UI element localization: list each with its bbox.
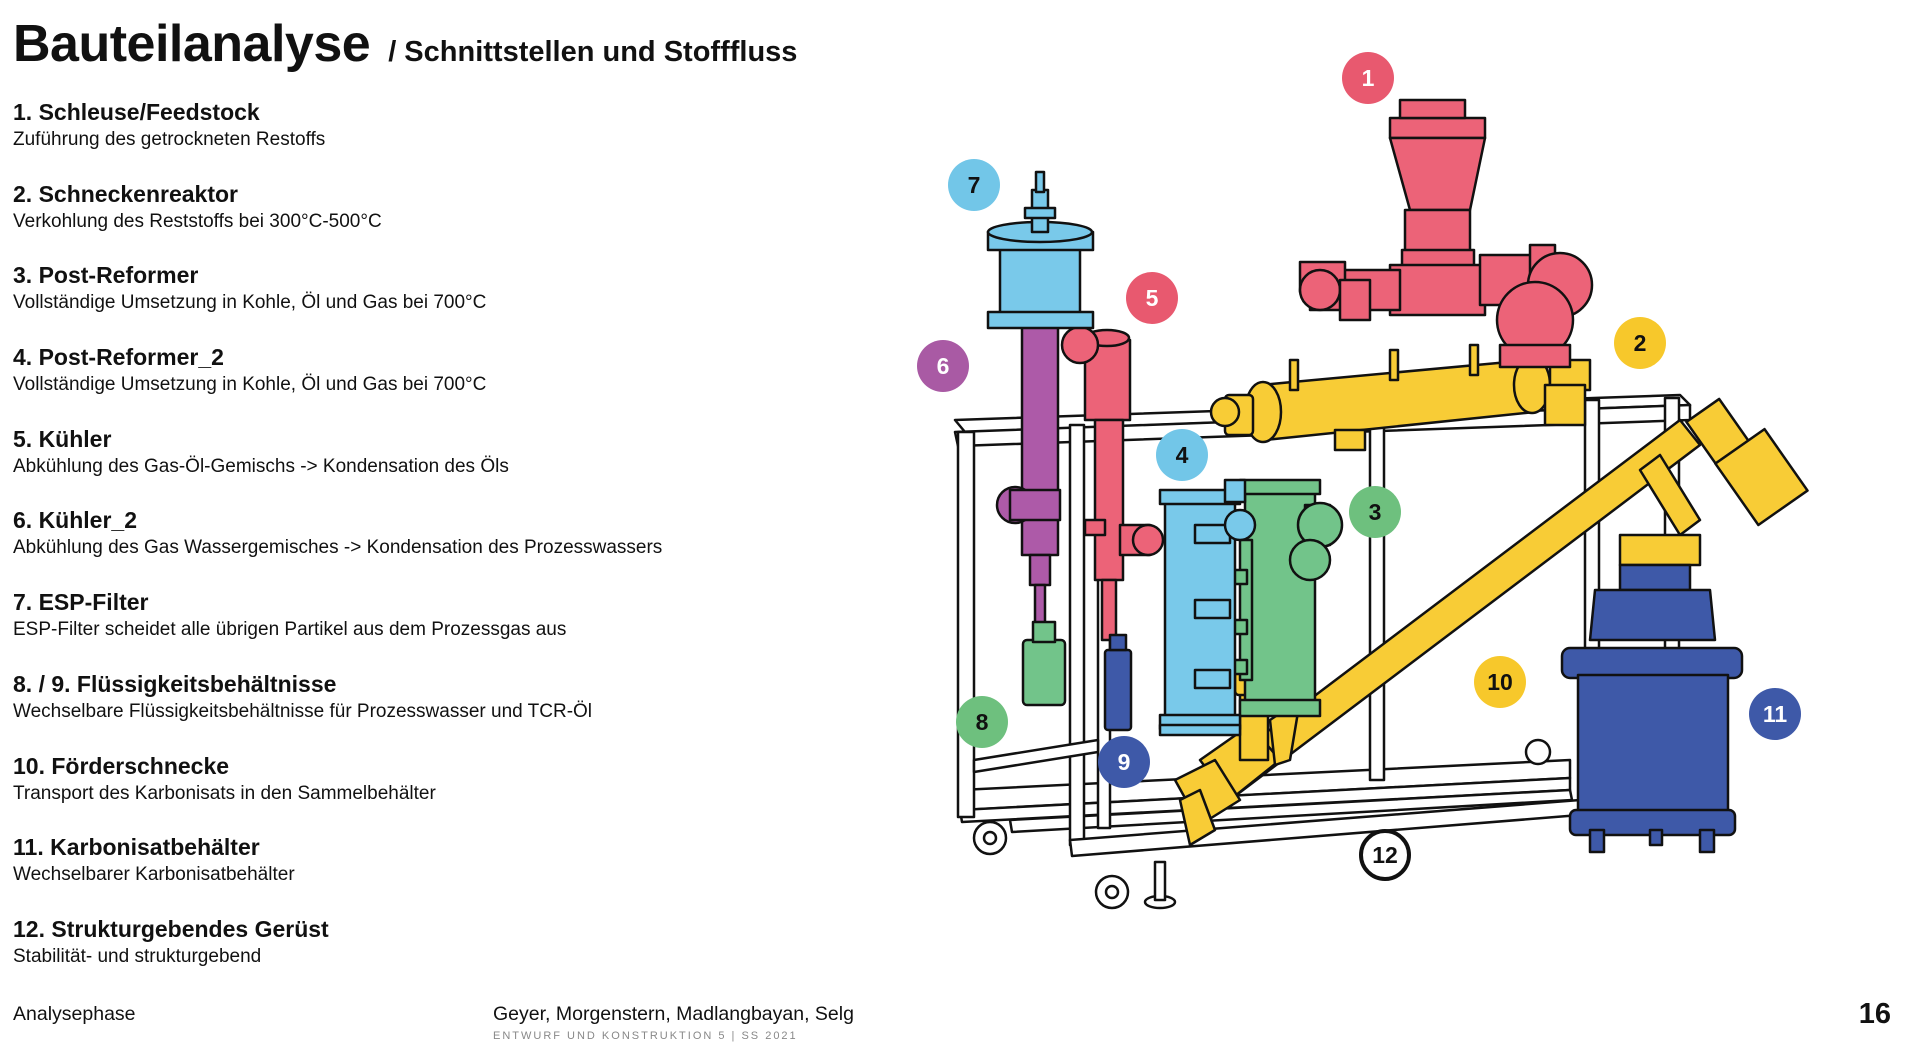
item-desc: Vollständige Umsetzung in Kohle, Öl und …	[13, 374, 487, 396]
post-reformer	[1231, 478, 1344, 718]
badge-label: 10	[1487, 669, 1513, 695]
badge-label: 1	[1362, 65, 1375, 91]
liquid-container-8	[1021, 620, 1067, 707]
badge-label: 12	[1372, 842, 1398, 868]
item-title: 7. ESP-Filter	[13, 589, 149, 616]
item-title: 4. Post-Reformer_2	[13, 344, 224, 371]
item-desc: Abkühlung des Gas Wassergemisches -> Kon…	[13, 537, 663, 559]
item-title: 3. Post-Reformer	[13, 262, 199, 289]
item-desc: Wechselbare Flüssigkeitsbehältnisse für …	[13, 700, 593, 722]
badge-12: 12	[1359, 829, 1411, 881]
item-desc: Vollständige Umsetzung in Kohle, Öl und …	[13, 292, 487, 314]
badge-label: 9	[1118, 749, 1131, 775]
badge-label: 8	[976, 709, 989, 735]
item-title: 12. Strukturgebendes Gerüst	[13, 915, 329, 942]
badge-9: 9	[1098, 736, 1150, 788]
item-desc: Zuführung des getrockneten Restoffs	[13, 129, 326, 150]
item-desc: Verkohlung des Reststoffs bei 300°C-500°…	[13, 210, 382, 232]
badge-3: 3	[1349, 486, 1401, 538]
badge-7: 7	[948, 159, 1000, 211]
badge-10: 10	[1474, 656, 1526, 708]
badge-label: 11	[1763, 701, 1788, 727]
diagram-badges: 1 2 3 4 5 6 7 8	[917, 52, 1801, 881]
badge-label: 5	[1146, 285, 1159, 311]
carbon-container	[1560, 563, 1744, 854]
item-desc: Stabilität- und strukturgebend	[13, 945, 262, 967]
footer-authors: Geyer, Morgenstern, Madlangbayan, Selg	[493, 1003, 854, 1025]
item-title: 11. Karbonisatbehälter	[13, 834, 260, 861]
badge-6: 6	[917, 340, 969, 392]
item-desc: Transport des Karbonisats in den Sammelb…	[13, 782, 436, 804]
item-title: 2. Schneckenreaktor	[13, 180, 239, 207]
esp-filter	[986, 170, 1095, 330]
badge-label: 2	[1634, 330, 1647, 356]
page-subtitle: / Schnittstellen und Stofffluss	[388, 36, 798, 68]
item-desc: Wechselbarer Karbonisatbehälter	[13, 864, 295, 886]
post-reformer-2	[1158, 478, 1257, 737]
badge-label: 7	[968, 172, 981, 198]
item-title: 5. Kühler	[13, 425, 112, 452]
wheels	[972, 738, 1552, 910]
footer-course: ENTWURF UND KONSTRUKTION 5 | SS 2021	[493, 1030, 798, 1042]
page-number: 16	[1858, 998, 1891, 1030]
badge-5: 5	[1126, 272, 1178, 324]
badge-label: 3	[1369, 499, 1382, 525]
badge-1: 1	[1342, 52, 1394, 104]
footer-phase: Analysephase	[13, 1003, 136, 1025]
page-title: Bauteilanalyse	[13, 15, 371, 73]
reactor	[1209, 343, 1592, 452]
item-title: 6. Kühler_2	[13, 507, 137, 534]
badge-11: 11	[1749, 688, 1801, 740]
badge-8: 8	[956, 696, 1008, 748]
badge-label: 4	[1176, 442, 1189, 468]
badge-2: 2	[1614, 317, 1666, 369]
item-title: 10. Förderschnecke	[13, 752, 230, 779]
item-desc: Abkühlung des Gas-Öl-Gemischs -> Kondens…	[13, 455, 509, 477]
liquid-container-9	[1103, 633, 1133, 732]
page-header: Bauteilanalyse / Schnittstellen und Stof…	[13, 14, 797, 74]
item-desc: ESP-Filter scheidet alle übrigen Partike…	[13, 619, 567, 641]
badge-4: 4	[1156, 429, 1208, 481]
item-title: 8. / 9. Flüssigkeitsbehältnisse	[13, 670, 337, 697]
badge-label: 6	[937, 353, 950, 379]
cooler	[1060, 325, 1165, 642]
item-title: 1. Schleuse/Feedstock	[13, 99, 260, 125]
feed-hopper	[1298, 98, 1594, 369]
cooler-2	[995, 323, 1062, 627]
